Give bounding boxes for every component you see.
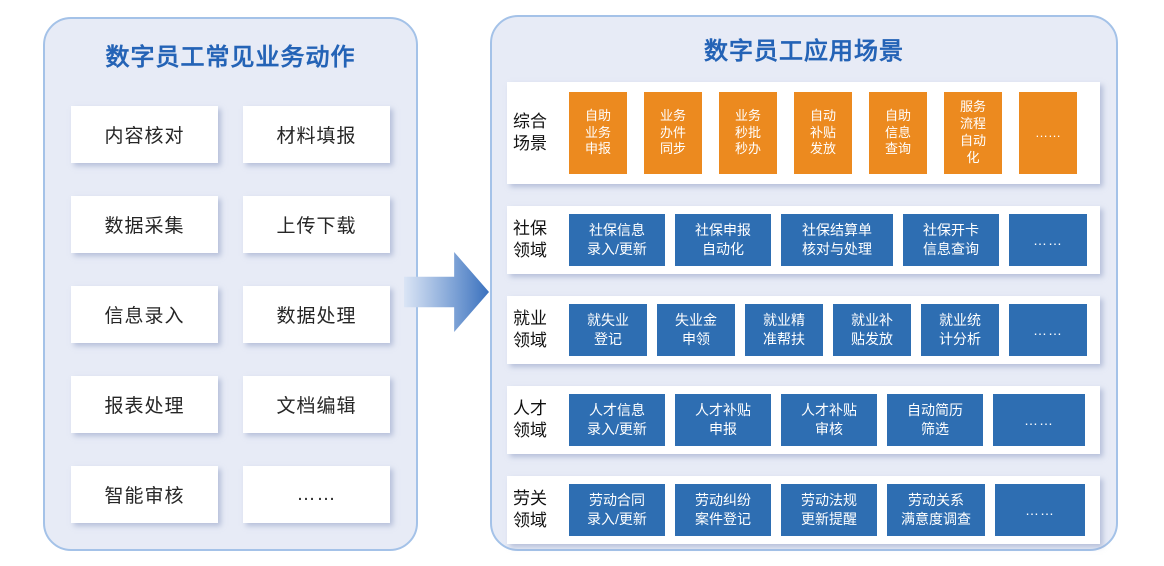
scenario-item: 劳动法规 更新提醒 (781, 484, 877, 536)
scenario-item: 社保结算单 核对与处理 (781, 214, 893, 266)
scenario-item: 劳动关系 满意度调查 (887, 484, 985, 536)
scenario-item: 就业精 准帮扶 (745, 304, 823, 356)
row-label: 综合 场景 (513, 111, 547, 153)
left-panel: 数字员工常见业务动作 内容核对 材料填报 数据采集 上传下载 信息录入 数据处理… (43, 17, 418, 551)
scenario-item: 人才补贴 申报 (675, 394, 771, 446)
action-card: 智能审核 (71, 466, 218, 523)
row-label: 劳关 领域 (513, 488, 547, 530)
scenario-item: 劳动纠纷 案件登记 (675, 484, 771, 536)
scenario-item: 自助 业务 申报 (569, 92, 627, 174)
scenario-item: 就失业 登记 (569, 304, 647, 356)
action-card: 材料填报 (243, 106, 390, 163)
scenario-row-employment: 就业 领域 就失业 登记 失业金 申领 就业精 准帮扶 就业补 贴发放 就业统 … (507, 296, 1100, 364)
row-label: 就业 领域 (513, 308, 547, 350)
scenario-item: 就业统 计分析 (921, 304, 999, 356)
action-card: 内容核对 (71, 106, 218, 163)
scenario-item: 自动 补贴 发放 (794, 92, 852, 174)
scenario-item: 人才补贴 审核 (781, 394, 877, 446)
action-card: 数据采集 (71, 196, 218, 253)
action-card: 上传下载 (243, 196, 390, 253)
scenario-row-social-security: 社保 领域 社保信息 录入/更新 社保申报 自动化 社保结算单 核对与处理 社保… (507, 206, 1100, 274)
row-items: 自助 业务 申报 业务 办件 同步 业务 秒批 秒办 自动 补贴 发放 自助 信… (569, 92, 1077, 174)
action-card: 信息录入 (71, 286, 218, 343)
left-panel-cards: 内容核对 材料填报 数据采集 上传下载 信息录入 数据处理 报表处理 文档编辑 … (45, 106, 416, 523)
scenario-item: 劳动合同 录入/更新 (569, 484, 665, 536)
scenario-item: 业务 秒批 秒办 (719, 92, 777, 174)
scenario-item-ellipsis: …… (1009, 304, 1087, 356)
scenario-item-ellipsis: …… (995, 484, 1085, 536)
row-items: 劳动合同 录入/更新 劳动纠纷 案件登记 劳动法规 更新提醒 劳动关系 满意度调… (569, 484, 1085, 536)
scenario-item: 社保申报 自动化 (675, 214, 771, 266)
action-card: 数据处理 (243, 286, 390, 343)
scenario-item: 就业补 贴发放 (833, 304, 911, 356)
scenario-item-ellipsis: …… (993, 394, 1085, 446)
scenario-item: 失业金 申领 (657, 304, 735, 356)
row-items: 人才信息 录入/更新 人才补贴 申报 人才补贴 审核 自动简历 筛选 …… (569, 394, 1085, 446)
row-label: 人才 领域 (513, 398, 547, 440)
action-card-ellipsis: …… (243, 466, 390, 523)
scenario-item: 人才信息 录入/更新 (569, 394, 665, 446)
left-panel-title: 数字员工常见业务动作 (105, 44, 356, 71)
action-card: 文档编辑 (243, 376, 390, 433)
scenario-item: 自助 信息 查询 (869, 92, 927, 174)
scenario-item: 自动简历 筛选 (887, 394, 983, 446)
scenario-row-labor-relations: 劳关 领域 劳动合同 录入/更新 劳动纠纷 案件登记 劳动法规 更新提醒 劳动关… (507, 476, 1100, 544)
scenario-item: 服务 流程 自动 化 (944, 92, 1002, 174)
right-panel-title: 数字员工应用场景 (704, 38, 904, 65)
scenario-item: 社保信息 录入/更新 (569, 214, 665, 266)
row-items: 社保信息 录入/更新 社保申报 自动化 社保结算单 核对与处理 社保开卡 信息查… (569, 214, 1087, 266)
scenario-item-ellipsis: …… (1019, 92, 1077, 174)
action-card: 报表处理 (71, 376, 218, 433)
row-label: 社保 领域 (513, 218, 547, 260)
scenario-item: 社保开卡 信息查询 (903, 214, 999, 266)
scenario-item: 业务 办件 同步 (644, 92, 702, 174)
row-items: 就失业 登记 失业金 申领 就业精 准帮扶 就业补 贴发放 就业统 计分析 …… (569, 304, 1087, 356)
right-panel: 数字员工应用场景 综合 场景 自助 业务 申报 业务 办件 同步 业务 秒批 秒… (490, 15, 1118, 551)
scenario-item-ellipsis: …… (1009, 214, 1087, 266)
scenario-rows: 综合 场景 自助 业务 申报 业务 办件 同步 业务 秒批 秒办 自动 补贴 发… (492, 82, 1116, 544)
scenario-row-comprehensive: 综合 场景 自助 业务 申报 业务 办件 同步 业务 秒批 秒办 自动 补贴 发… (507, 82, 1100, 184)
scenario-row-talent: 人才 领域 人才信息 录入/更新 人才补贴 申报 人才补贴 审核 自动简历 筛选… (507, 386, 1100, 454)
